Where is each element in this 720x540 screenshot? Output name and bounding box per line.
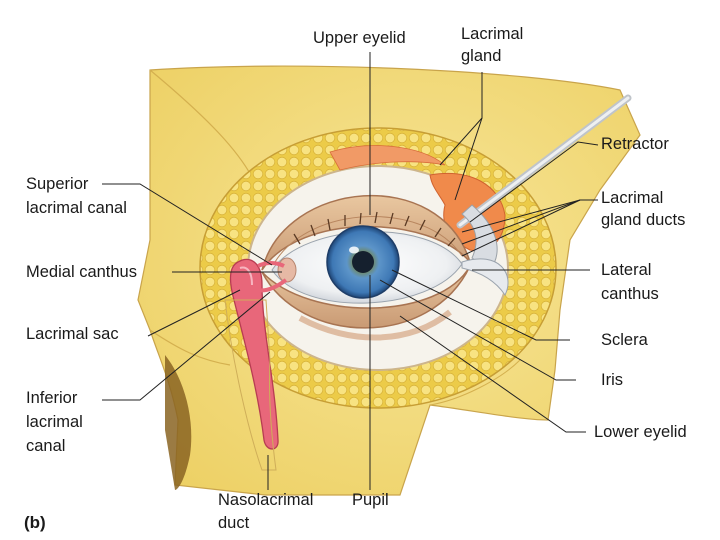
bone-shadow xyxy=(165,355,192,490)
label-lateral-canthus-line1: Lateral xyxy=(601,261,652,279)
label-nasolacrimal-duct-line2: duct xyxy=(218,514,250,532)
label-lateral-canthus-line2: canthus xyxy=(601,285,659,303)
label-superior-lacrimal-canal-line1: Superior xyxy=(26,175,89,193)
leader-lines xyxy=(102,52,599,490)
label-lacrimal-gland-line1: Lacrimal xyxy=(461,25,524,43)
label-lacrimal-gland-ducts-line1: Lacrimal xyxy=(601,189,664,207)
label-inferior-lacrimal-canal-line1: Inferior xyxy=(26,389,78,407)
label-lacrimal-gland-line2: gland xyxy=(461,47,502,65)
label-pupil: Pupil xyxy=(352,491,389,509)
label-lower-eyelid: Lower eyelid xyxy=(594,423,687,441)
superior-lacrimal-canal xyxy=(257,261,285,268)
label-lacrimal-sac: Lacrimal sac xyxy=(26,325,119,343)
pupil xyxy=(352,251,374,273)
label-lacrimal-gland-ducts-line2: gland ducts xyxy=(601,211,686,229)
label-upper-eyelid: Upper eyelid xyxy=(313,29,406,47)
label-iris: Iris xyxy=(601,371,623,389)
panel-letter: (b) xyxy=(24,513,46,532)
label-nasolacrimal-duct-line1: Nasolacrimal xyxy=(218,491,314,509)
label-retractor: Retractor xyxy=(601,135,669,153)
inferior-lacrimal-canal xyxy=(257,278,288,293)
label-superior-lacrimal-canal-line2: lacrimal canal xyxy=(26,199,127,217)
label-inferior-lacrimal-canal-line3: canal xyxy=(26,437,66,455)
label-sclera: Sclera xyxy=(601,331,648,349)
label-medial-canthus: Medial canthus xyxy=(26,263,137,281)
label-inferior-lacrimal-canal-line2: lacrimal xyxy=(26,413,83,431)
eyelashes xyxy=(293,211,456,247)
